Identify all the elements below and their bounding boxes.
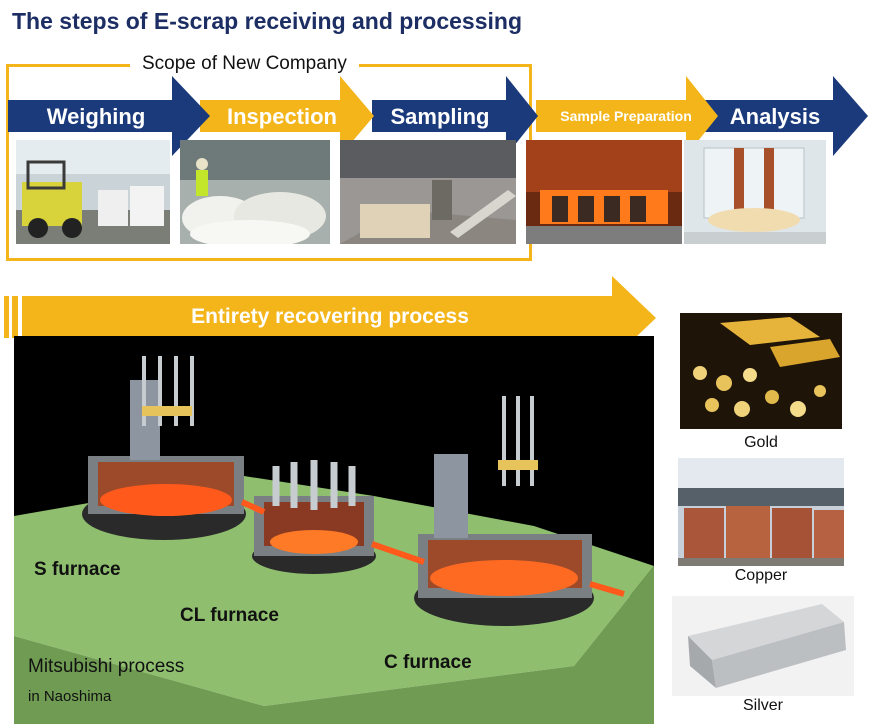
step-arrows	[8, 76, 868, 156]
s-furnace-shape	[82, 356, 246, 540]
process-location: in Naoshima	[28, 688, 112, 705]
furnace-illustration	[14, 336, 654, 724]
step-label-weighing: Weighing	[46, 104, 146, 129]
scope-label: Scope of New Company	[130, 53, 359, 75]
step-label-sample-preparation: Sample Preparation	[560, 108, 692, 124]
step-arrow-sample-preparation	[536, 76, 718, 156]
sampling-photo	[340, 140, 516, 244]
step-label-sampling: Sampling	[390, 104, 490, 129]
weighing-photo	[16, 140, 170, 244]
gold-label: Gold	[744, 434, 778, 451]
silver-label: Silver	[742, 697, 783, 714]
gold-photo	[680, 313, 842, 429]
entirety-arrow	[4, 276, 656, 360]
analysis-photo	[684, 140, 826, 244]
step-label-inspection: Inspection	[226, 104, 337, 129]
c-furnace-label: C furnace	[384, 652, 472, 673]
cl-furnace-shape	[252, 460, 376, 574]
silver-photo	[672, 596, 854, 696]
s-furnace-label: S furnace	[34, 559, 121, 580]
step-arrow-inspection	[200, 76, 374, 156]
step-label-analysis: Analysis	[729, 104, 821, 129]
inspection-photo	[180, 140, 330, 244]
step-arrow-weighing	[8, 76, 210, 156]
entirety-label: Entirety recovering process	[191, 305, 469, 328]
copper-label: Copper	[734, 567, 788, 584]
c-furnace-shape	[414, 396, 594, 626]
step-arrow-sampling	[372, 76, 538, 156]
page-title: The steps of E-scrap receiving and proce…	[12, 8, 522, 34]
sample-preparation-photo	[526, 140, 682, 244]
platform-front	[14, 566, 654, 724]
process-name: Mitsubishi process	[28, 656, 185, 677]
step-arrow-analysis	[700, 76, 868, 156]
cl-furnace-label: CL furnace	[180, 605, 279, 626]
copper-photo	[678, 458, 844, 566]
